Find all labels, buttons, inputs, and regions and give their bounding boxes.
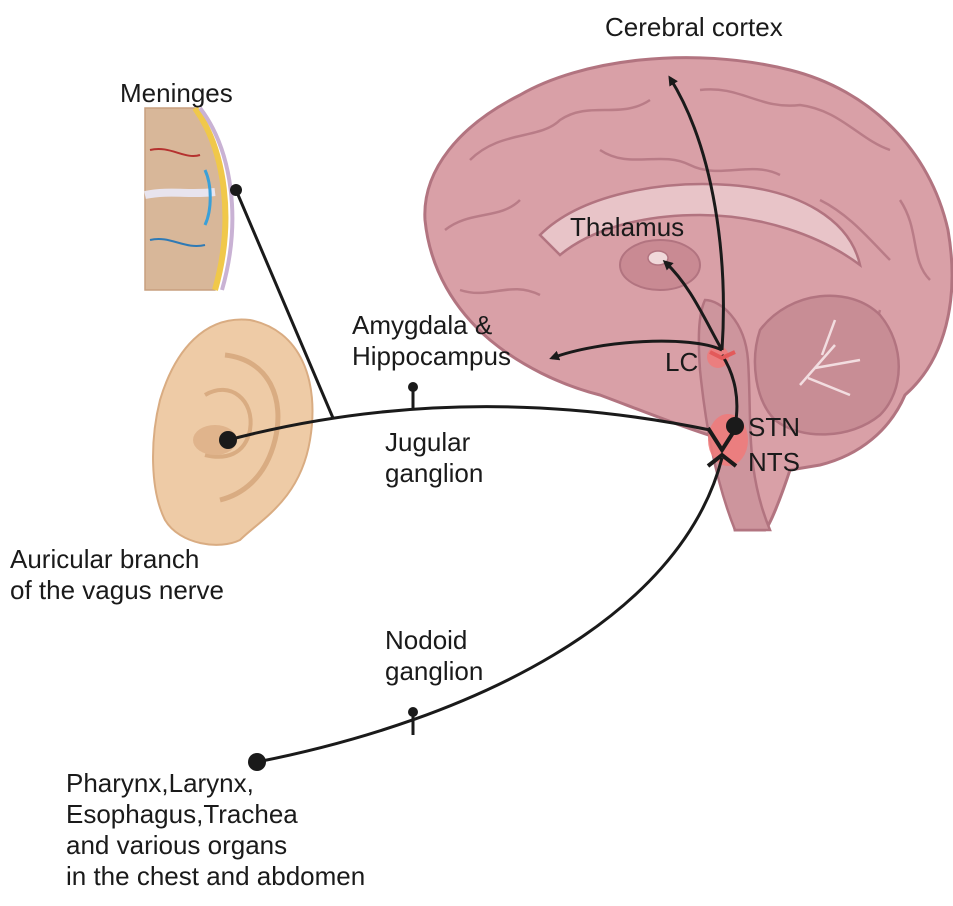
nodoid-ganglion-dot bbox=[408, 707, 418, 717]
brain-illustration bbox=[425, 58, 952, 530]
label-stn: STN bbox=[748, 412, 800, 442]
label-nodoid-ganglion: Nodoid ganglion bbox=[385, 625, 483, 687]
visceral-nerve-line bbox=[257, 458, 722, 762]
stn-endpoint-dot bbox=[726, 417, 744, 435]
label-amygdala-line2: Hippocampus bbox=[352, 341, 511, 372]
label-amygdala-hippocampus: Amygdala & Hippocampus bbox=[352, 310, 511, 372]
label-lc: LC bbox=[665, 347, 698, 377]
label-nodoid-line1: Nodoid bbox=[385, 625, 483, 656]
label-organs-line2: Esophagus,Trachea bbox=[66, 799, 365, 830]
label-nts: NTS bbox=[748, 447, 800, 477]
ear-endpoint-dot bbox=[219, 431, 237, 449]
label-auricular-line1: Auricular branch bbox=[10, 544, 224, 575]
label-amygdala-line1: Amygdala & bbox=[352, 310, 511, 341]
label-jugular-line1: Jugular bbox=[385, 427, 483, 458]
label-jugular-ganglion: Jugular ganglion bbox=[385, 427, 483, 489]
jugular-ganglion-dot bbox=[408, 382, 418, 392]
brain-outline bbox=[425, 58, 952, 530]
label-meninges: Meninges bbox=[120, 78, 233, 108]
label-auricular-branch: Auricular branch of the vagus nerve bbox=[10, 544, 224, 606]
label-jugular-line2: ganglion bbox=[385, 458, 483, 489]
label-thalamus: Thalamus bbox=[570, 212, 684, 242]
meninges-illustration bbox=[145, 108, 232, 290]
label-cerebral-cortex: Cerebral cortex bbox=[605, 12, 783, 42]
ear-illustration bbox=[153, 320, 312, 545]
label-organs-line3: and various organs bbox=[66, 830, 365, 861]
label-auricular-line2: of the vagus nerve bbox=[10, 575, 224, 606]
label-nodoid-line2: ganglion bbox=[385, 656, 483, 687]
label-target-organs: Pharynx,Larynx, Esophagus,Trachea and va… bbox=[66, 768, 365, 892]
label-organs-line4: in the chest and abdomen bbox=[66, 861, 365, 892]
meninges-endpoint-dot bbox=[230, 184, 242, 196]
label-organs-line1: Pharynx,Larynx, bbox=[66, 768, 365, 799]
